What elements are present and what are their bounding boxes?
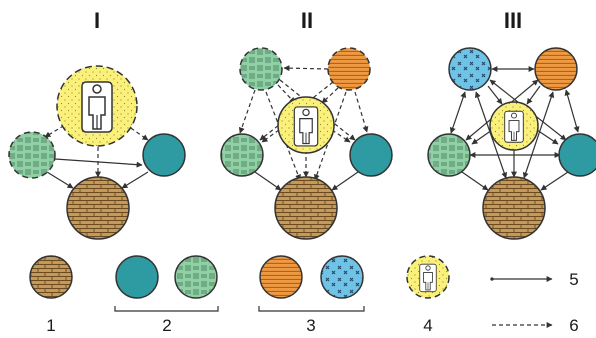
legend-label-5: 5 <box>569 270 578 289</box>
panel-2-title: II <box>301 8 313 33</box>
legend-blue-cross-circle <box>320 255 364 299</box>
legend-label-6: 6 <box>569 316 578 335</box>
panel-3-title: III <box>504 8 522 33</box>
panel-2-arrow-teal-to-brick <box>331 171 359 191</box>
legend-label-2: 2 <box>162 316 171 335</box>
panel-2 <box>220 47 393 240</box>
panel-1-person-icon <box>81 81 113 133</box>
panel-2-dashed-orange-to-person <box>321 87 339 104</box>
panel-2-green-cross-circle <box>239 47 283 91</box>
panel-2-dashed-green-to-teal <box>279 79 356 141</box>
panel-2-teal-circle <box>349 133 393 177</box>
legend-label-3: 3 <box>306 316 315 335</box>
legend-teal-circle <box>115 255 159 299</box>
panel-3-arrow-person-teal <box>536 129 559 145</box>
panel-2-dashed-green-to-grid <box>238 89 256 134</box>
panel-3-orange-circle <box>534 47 578 91</box>
panel-1-dashed-person-to-teal <box>124 123 149 141</box>
panel-2-orange-circle <box>327 47 371 91</box>
panel-1 <box>8 65 186 240</box>
panel-2-arrow-grid-to-brick <box>254 171 282 191</box>
panel-2-dashed-green-to-brick <box>265 91 301 181</box>
panel-2-green-grid-circle <box>220 133 264 177</box>
panel-2-arrows <box>238 65 369 191</box>
panel-3-brick-circle <box>482 176 546 240</box>
legend-label-4: 4 <box>423 316 432 335</box>
panel-3-arrow-grid-brick <box>461 171 489 191</box>
legend: 1 2 3 4 5 6 <box>29 255 579 335</box>
panel-1-title: I <box>94 8 100 33</box>
panel-3-arrow-teal-brick <box>540 171 569 191</box>
legend-brick-circle <box>29 255 73 299</box>
panel-1-brick-circle <box>66 176 130 240</box>
panel-1-teal-circle <box>142 133 186 177</box>
panel-2-dashed-person-to-teal <box>331 129 351 143</box>
legend-green-grid-circle <box>174 255 218 299</box>
panel-3-arrow-orange-person <box>526 85 541 105</box>
panel-3-arrow-orange-teal <box>564 89 580 133</box>
panel-2-dashed-orange-to-teal <box>354 91 369 133</box>
panel-3-arrow-blue-grid <box>449 91 467 134</box>
panel-2-dashed-person-to-grid <box>261 129 280 143</box>
panel-3-arrow-person-grid <box>471 129 493 145</box>
legend-label-1: 1 <box>46 316 55 335</box>
panel-2-person-icon <box>293 106 319 147</box>
legend-orange-circle <box>259 255 303 299</box>
panel-2-dashed-orange-to-brick <box>313 91 347 181</box>
panel-1-arrow-teal-to-brick <box>121 171 149 189</box>
legend-person-icon <box>419 263 437 293</box>
panel-3-arrow-blue-person <box>487 85 503 105</box>
panel-3-blue-cross-circle <box>448 47 492 91</box>
legend-bracket-2 <box>114 306 219 312</box>
panel-1-arrow-grid-to-brick <box>46 171 74 189</box>
panel-2-brick-circle <box>274 176 338 240</box>
panel-2-dashed-orange-to-grid <box>259 81 334 141</box>
panel-3-teal-circle <box>558 133 596 177</box>
panel-3-person-icon <box>504 110 524 143</box>
panel-3-arrow-orange-brick <box>522 91 555 179</box>
panel-1-green-grid-circle <box>8 131 56 179</box>
panel-2-dashed-orange-to-green <box>283 65 329 72</box>
panel-3 <box>427 47 596 240</box>
panel-1-arrows <box>44 121 149 189</box>
legend-bracket-3 <box>258 306 365 312</box>
panel-1-dashed-person-to-grid <box>44 121 71 138</box>
panel-3-green-grid-circle <box>427 133 471 177</box>
